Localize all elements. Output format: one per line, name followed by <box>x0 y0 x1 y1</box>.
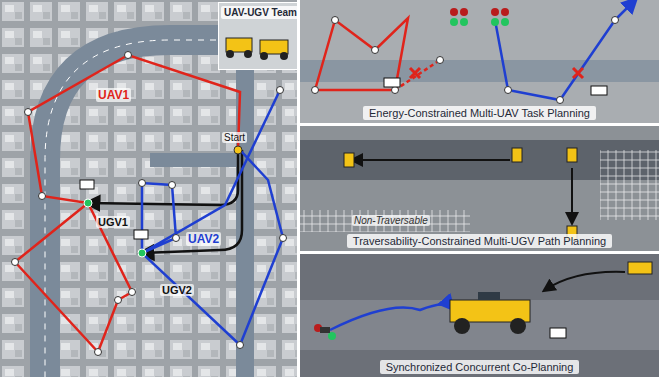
map-label: Start <box>222 132 247 143</box>
map-label: Non-Traversable <box>352 215 430 226</box>
panel-caption: Traversability-Constrained Multi-UGV Pat… <box>347 234 612 248</box>
map-label: UAV2 <box>186 232 221 246</box>
panel: Traversability-Constrained Multi-UGV Pat… <box>300 126 659 251</box>
panel: Energy-Constrained Multi-UAV Task Planni… <box>300 0 659 123</box>
panel-caption: UAV-UGV Team <box>221 6 300 19</box>
panel-caption: Energy-Constrained Multi-UAV Task Planni… <box>363 106 596 120</box>
map-label: UGV1 <box>96 216 130 228</box>
panel-caption: Synchronized Concurrent Co-Planning <box>380 360 580 374</box>
map-label: UGV2 <box>160 284 194 296</box>
inset-box: UAV-UGV Team <box>218 2 298 70</box>
map-label: UAV1 <box>96 88 131 102</box>
panel: Synchronized Concurrent Co-Planning <box>300 254 659 377</box>
